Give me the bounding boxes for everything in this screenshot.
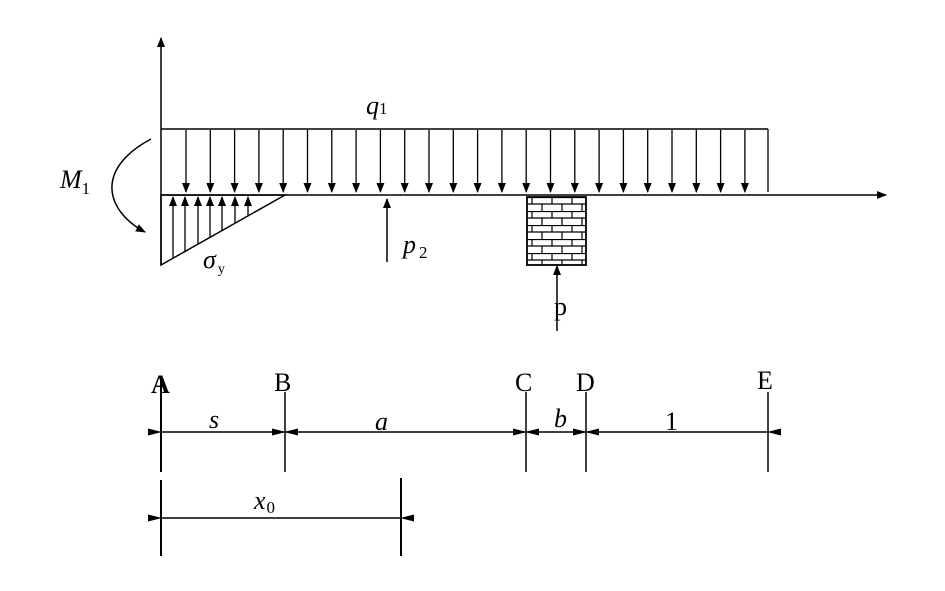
sigma-y-arrows <box>169 196 252 259</box>
q1-load-arrows <box>182 130 749 193</box>
point-e-label: E <box>757 366 773 395</box>
dim-b-label: b <box>554 404 567 433</box>
moment-m1-arrow <box>111 138 152 233</box>
point-c-label: C <box>515 368 532 397</box>
point-a-label: A <box>151 370 170 399</box>
p-label: p <box>554 292 567 321</box>
sigma-y-triangle <box>160 194 288 267</box>
point-b-label: B <box>274 368 291 397</box>
m1-label: M1 <box>59 165 90 198</box>
dim-x0-label: x0 <box>253 486 275 517</box>
dim-one-label: 1 <box>665 407 678 436</box>
dim-s-label: s <box>209 405 219 434</box>
dim-a-label: a <box>375 407 388 436</box>
q1-label: q1 <box>366 91 388 120</box>
point-d-label: D <box>576 368 595 397</box>
brick-support <box>526 196 587 266</box>
